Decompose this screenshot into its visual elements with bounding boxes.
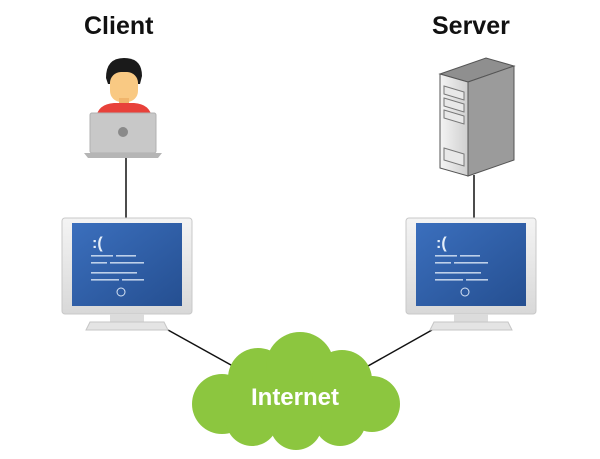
client-monitor-to-internet-line bbox=[167, 329, 241, 371]
client-monitor-stand bbox=[85, 321, 169, 331]
laptop-logo bbox=[118, 127, 128, 137]
person-with-laptop-icon bbox=[84, 58, 162, 158]
server-label: Server bbox=[432, 12, 510, 40]
server-monitor-icon bbox=[405, 217, 537, 331]
server-screen-info-circle bbox=[460, 287, 470, 297]
cloud-icon bbox=[192, 332, 400, 450]
internet-label: Internet bbox=[250, 384, 339, 411]
server-monitor-neck bbox=[454, 314, 488, 322]
client-monitor-icon bbox=[61, 217, 193, 331]
client-screen-face: :( bbox=[92, 235, 103, 252]
neck-shape bbox=[119, 98, 129, 106]
server-side bbox=[467, 65, 515, 177]
laptop-base bbox=[84, 153, 162, 158]
client-label: Client bbox=[84, 12, 154, 40]
server-monitor-screen bbox=[416, 223, 526, 306]
server-screen-face: :( bbox=[436, 235, 447, 252]
client-screen-info-circle bbox=[116, 287, 126, 297]
client-screen-text-lines bbox=[91, 255, 144, 281]
tower-server-icon bbox=[438, 57, 516, 177]
face-shape bbox=[110, 72, 138, 102]
client-monitor-screen bbox=[72, 223, 182, 306]
server-screen-text-lines bbox=[435, 255, 488, 281]
client-monitor-neck bbox=[110, 314, 144, 322]
server-drive-bays bbox=[443, 85, 465, 167]
server-monitor-stand bbox=[429, 321, 513, 331]
